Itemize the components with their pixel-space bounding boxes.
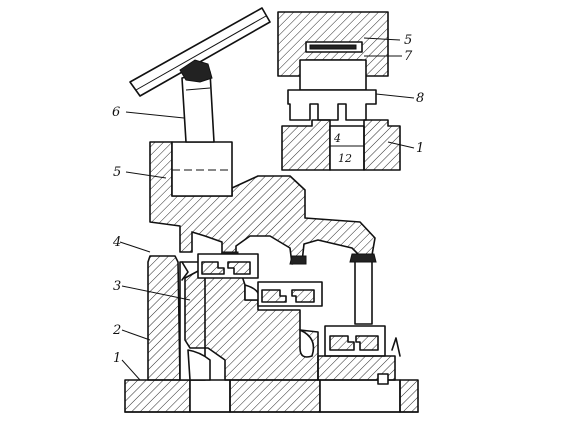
label-main-6: 6 bbox=[112, 105, 120, 120]
leader-lines bbox=[119, 37, 415, 381]
label-inset-1: 1 bbox=[416, 141, 424, 156]
label-inset-5: 5 bbox=[404, 33, 412, 48]
label-main-2: 2 bbox=[112, 323, 121, 338]
callout-labels: 6 5 4 3 2 1 5 7 8 1 4 12 bbox=[112, 33, 424, 366]
base-plate bbox=[124, 379, 419, 413]
jaw-right bbox=[324, 325, 386, 357]
lower-right-block bbox=[317, 337, 401, 385]
strut bbox=[181, 71, 215, 143]
right-rod bbox=[219, 251, 377, 325]
label-main-4: 4 bbox=[112, 235, 121, 250]
jaw-middle bbox=[257, 281, 323, 307]
holder-arm bbox=[149, 141, 376, 265]
label-main-1: 1 bbox=[113, 351, 121, 366]
label-inset-7: 7 bbox=[404, 49, 413, 64]
inclined-plate bbox=[129, 7, 271, 97]
jaw-left bbox=[197, 253, 259, 279]
inset-detail bbox=[277, 11, 401, 171]
clamp-body bbox=[184, 269, 319, 381]
column-notch bbox=[181, 261, 189, 281]
label-inset-12: 12 bbox=[338, 152, 352, 165]
label-main-5: 5 bbox=[113, 165, 121, 180]
label-inset-4: 4 bbox=[333, 132, 341, 145]
label-main-3: 3 bbox=[113, 279, 121, 294]
label-inset-8: 8 bbox=[416, 91, 424, 106]
